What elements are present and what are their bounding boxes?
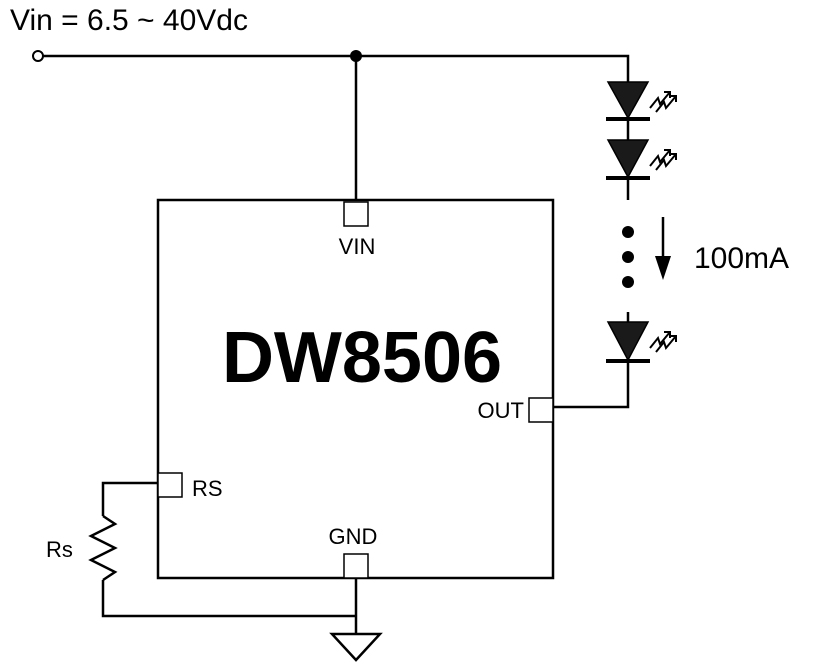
vin-pin-pad	[343, 201, 369, 227]
vin-pin-label: VIN	[339, 234, 376, 259]
out-pin-pad	[528, 397, 554, 423]
led-current-label: 100mA	[694, 242, 789, 275]
led-2	[606, 139, 677, 180]
current-arrow-icon	[655, 217, 671, 280]
rs-pin-label: RS	[192, 476, 223, 501]
led-continuation-dot-3	[622, 276, 634, 288]
rs-resistor-zigzag	[88, 514, 118, 582]
rs-resistor-label: Rs	[46, 537, 73, 562]
led-3-light-emission-icon	[649, 331, 677, 353]
gnd-pin-label: GND	[329, 524, 378, 549]
vin-input-terminal	[32, 50, 44, 62]
gnd-pin-pad	[343, 553, 369, 579]
supply-voltage-label: Vin = 6.5 ~ 40Vdc	[10, 4, 248, 37]
led-3-triangle	[606, 321, 650, 362]
led-3	[606, 321, 677, 363]
rs-pin-pad	[157, 472, 183, 498]
ground-symbol-icon	[329, 632, 383, 662]
led-1-light-emission-icon	[649, 91, 677, 113]
out-pin-wire	[553, 361, 630, 409]
led-2-triangle	[606, 139, 650, 179]
led-2-light-emission-icon	[649, 149, 677, 171]
rs-resistor-bottom-wire	[101, 580, 356, 618]
led-1-triangle	[606, 81, 650, 120]
led-continuation-dot-2	[622, 251, 634, 263]
led-1	[606, 81, 677, 121]
ic-body	[156, 198, 555, 580]
ic-part-name: DW8506	[222, 318, 502, 398]
rs-resistor-top-wire	[101, 481, 158, 516]
supply-rail-wire	[43, 54, 630, 82]
out-pin-label: OUT	[478, 398, 524, 423]
led-continuation-dot-1	[622, 226, 634, 238]
